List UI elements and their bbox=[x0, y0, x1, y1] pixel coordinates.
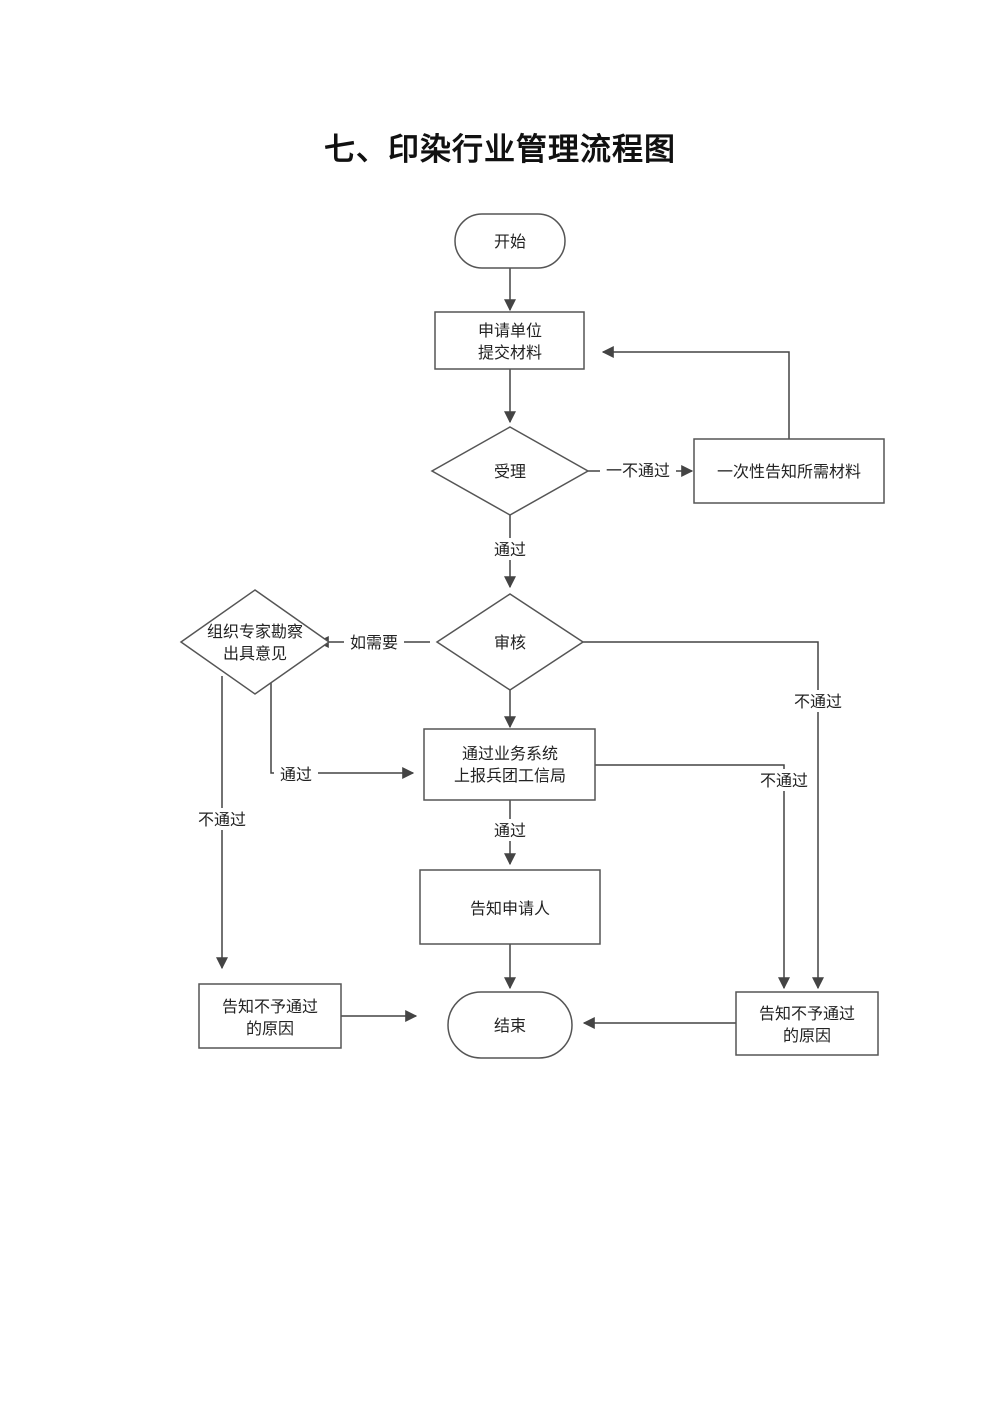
submit-label-line2: 提交材料 bbox=[478, 343, 542, 362]
submit-label-line1: 申请单位 bbox=[478, 321, 542, 340]
expert-label-line1: 组织专家勘察 bbox=[207, 622, 303, 641]
edge-label-if-needed: 如需要 bbox=[350, 633, 398, 652]
submit-materials-node: 申请单位 提交材料 bbox=[434, 311, 585, 370]
edge-label-report-pass: 通过 bbox=[494, 821, 526, 840]
accept-label: 受理 bbox=[494, 462, 526, 481]
expert-label-line2: 出具意见 bbox=[223, 644, 287, 663]
start-label: 开始 bbox=[494, 232, 526, 251]
reject-right-label-line2: 的原因 bbox=[783, 1026, 831, 1045]
edge-label-expert-fail: 不通过 bbox=[198, 810, 246, 829]
notify-materials-node: 一次性告知所需材料 bbox=[693, 438, 885, 504]
edge-label-accept-pass: 通过 bbox=[494, 540, 526, 559]
notify-applicant-node: 告知申请人 bbox=[419, 869, 601, 945]
edge-label-accept-fail: 一不通过 bbox=[606, 461, 670, 480]
edge-label-expert-pass: 通过 bbox=[280, 765, 312, 784]
accept-decision-node: 受理 bbox=[430, 426, 590, 516]
reject-reason-left-node: 告知不予通过 的原因 bbox=[198, 983, 342, 1049]
reject-right-label-line1: 告知不予通过 bbox=[759, 1004, 855, 1023]
edge-report-fail bbox=[595, 764, 790, 990]
reject-reason-right-node: 告知不予通过 的原因 bbox=[735, 991, 879, 1056]
edge-expert-pass bbox=[270, 682, 415, 779]
reject-left-label-line2: 的原因 bbox=[246, 1019, 294, 1038]
report-label-line2: 上报兵团工信局 bbox=[454, 766, 566, 785]
edge-label-report-fail: 不通过 bbox=[760, 771, 808, 790]
edge-review-fail bbox=[583, 641, 824, 990]
review-decision-node: 审核 bbox=[435, 593, 585, 691]
end-node: 结束 bbox=[447, 991, 573, 1059]
notify-materials-label: 一次性告知所需材料 bbox=[717, 462, 861, 481]
expert-review-node: 组织专家勘察 出具意见 bbox=[179, 589, 331, 695]
start-node: 开始 bbox=[454, 213, 566, 269]
review-label: 审核 bbox=[494, 633, 526, 652]
report-node: 通过业务系统 上报兵团工信局 bbox=[423, 728, 596, 801]
reject-left-label-line1: 告知不予通过 bbox=[222, 997, 318, 1016]
end-label: 结束 bbox=[494, 1016, 526, 1035]
page-title: 七、印染行业管理流程图 bbox=[324, 132, 676, 168]
report-label-line1: 通过业务系统 bbox=[462, 744, 558, 763]
notify-applicant-label: 告知申请人 bbox=[470, 899, 550, 918]
edge-notify-to-submit bbox=[601, 346, 790, 439]
edge-label-review-fail: 不通过 bbox=[794, 692, 842, 711]
